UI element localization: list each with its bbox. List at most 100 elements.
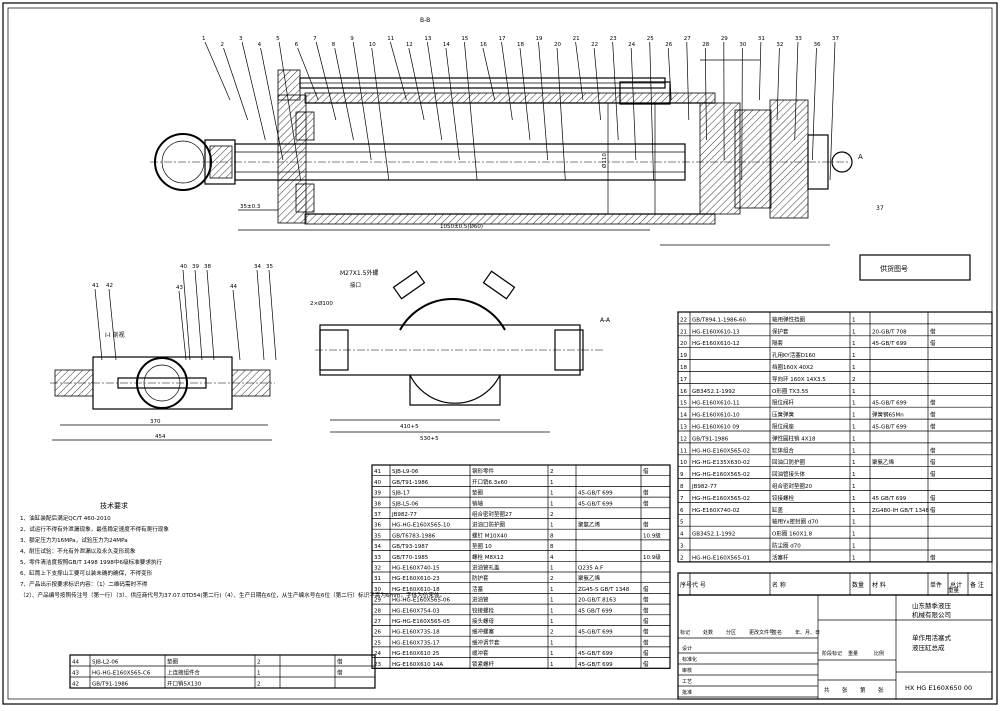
bom-cell: 45 GB/T 699 <box>578 608 613 614</box>
bom-cell: 轴用Yx密封圈 d70 <box>772 518 819 526</box>
bom-cell: 20-GB/T 8163 <box>578 598 617 604</box>
bom-cell: 孔用KY活塞D160 <box>772 351 816 359</box>
len-530-dim: 530+5 <box>420 436 439 442</box>
bom-cell: 44 <box>72 660 79 666</box>
bom-cell: HG-E160X740-02 <box>692 508 740 514</box>
bom-cell: 42 <box>72 682 79 688</box>
bom-cell: 2 <box>550 630 554 636</box>
balloon-5: 5 <box>276 36 280 42</box>
bom-cell: 36 <box>374 523 381 529</box>
bom-cell: 1 <box>852 544 856 550</box>
balloon-3: 3 <box>239 36 243 42</box>
len-454-dim: 454 <box>155 434 166 440</box>
title-block: 山东赫季液压 机械有限公司 单作用活塞式 液压缸总成 HX HG E160X65… <box>678 595 992 699</box>
bom-cell: 1 <box>257 671 261 677</box>
bom-cell: 1 <box>852 329 856 335</box>
stage-cell: 比例 <box>874 650 884 657</box>
balloon-7: 7 <box>313 36 317 42</box>
bom-cell: HG-HG-E160X565-02 <box>692 448 750 454</box>
bom-cell: 组合密封垫圈20 <box>772 482 812 490</box>
bom-cell: 9 <box>680 472 684 478</box>
bom-cell: 借 <box>930 327 936 335</box>
bom-cell: 17 <box>680 377 687 383</box>
port-thread-label: M27X1.5外螺 <box>340 269 378 277</box>
bom-cell: 1 <box>852 484 856 490</box>
bom-cell: 借 <box>930 470 936 478</box>
bom-cell: 弹性圆柱销 4X18 <box>772 434 816 442</box>
balloon-41: 41 <box>92 283 99 289</box>
bom-cell: 1 <box>852 401 856 407</box>
balloon-25: 25 <box>647 36 654 42</box>
title-block-cell: 工艺 <box>682 679 692 685</box>
bom-cell: 18 <box>680 365 687 371</box>
bom-cell: 借 <box>930 339 936 347</box>
bom-cell: 45-GB/T 699 <box>872 401 907 407</box>
bom-cell: 1 <box>550 566 554 572</box>
bom-cell: 39 <box>374 491 381 497</box>
bom-cell: 11 <box>680 448 687 454</box>
bom-cell: 20 <box>680 341 687 347</box>
bom-cell: 35 <box>374 533 381 539</box>
bom-cell: HG-E160X610-12 <box>692 341 740 347</box>
bom-cell: 1 <box>550 598 554 604</box>
balloon-36: 36 <box>813 42 820 48</box>
balloon-35: 35 <box>266 264 273 270</box>
bom-cell: 45-GB/T 699 <box>578 651 613 657</box>
bom-cell: 缓冲套 <box>472 649 489 657</box>
bom-cell: 45-GB/T 699 <box>578 501 613 507</box>
title-block-cell: 标记 <box>680 629 690 636</box>
bom-cell: 借 <box>930 446 936 454</box>
bom-cell: SJB-17 <box>392 491 410 497</box>
bom-cell: 借 <box>930 399 936 407</box>
company-line-1: 山东赫季液压 <box>912 601 952 610</box>
bom-cell: GB/T6783-1986 <box>392 533 436 539</box>
bom-cell: 挡圈160X 40X2 <box>772 363 813 371</box>
bom-cell: 借 <box>643 585 649 593</box>
bom-cell: 1 <box>852 496 856 502</box>
bom-cell: 借 <box>930 553 936 561</box>
balloon-39: 39 <box>192 264 199 270</box>
balloon-8: 8 <box>332 42 336 48</box>
sheet-cell: 共 <box>824 686 830 694</box>
bom-cell: JB982-77 <box>391 512 417 518</box>
bom-cell: 10 <box>680 460 687 466</box>
bom-cell: 垫圈 <box>472 489 484 497</box>
bom-cell: GB/T91-1986 <box>92 682 129 688</box>
bom-cell: ZG480-IH GB/T 1348 <box>872 508 930 514</box>
bom-cell: 借 <box>930 458 936 466</box>
bom-cell: 防护套 <box>472 574 489 582</box>
bom-cell: 借 <box>643 649 649 657</box>
drawing-number: HX HG E160X650 00 <box>905 684 972 692</box>
bom-cell: 45-GB/T 699 <box>578 491 613 497</box>
bom-cell: 2 <box>852 377 856 383</box>
bom-cell: 45 GB/T 699 <box>872 496 907 502</box>
bom-cell: 45-GB/T 699 <box>872 425 907 431</box>
bom-header-cell: 单件 <box>930 581 942 589</box>
title-block-cell: 审核 <box>682 667 692 674</box>
bom-cell: 借 <box>930 506 936 514</box>
balloon-16: 16 <box>480 42 487 48</box>
balloon-31: 31 <box>758 36 765 42</box>
bom-header-weight: 重量 <box>948 586 960 594</box>
sheet-cell: 张 <box>878 686 884 694</box>
cross-section-label: I-I 剖视 <box>105 331 125 339</box>
bom-cell: 2 <box>550 576 554 582</box>
bom-cell: 借 <box>643 467 649 475</box>
bom-cell: 41 <box>374 469 381 475</box>
bom-cell: 缸体组合 <box>772 446 795 454</box>
bom-cell: HG-HG-E160X565-02 <box>692 496 750 502</box>
bom-cell: Q235 A.F <box>578 566 603 572</box>
bom-cell: 借 <box>930 423 936 431</box>
note-line: 5、零件清洁度按照GB/T 1498 1998中6级标准要求执行 <box>20 558 163 566</box>
bom-cell: 32 <box>374 566 381 572</box>
